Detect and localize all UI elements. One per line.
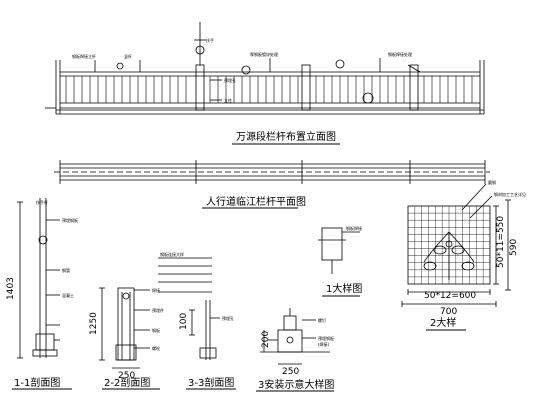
dim-1403: 1403	[6, 277, 16, 300]
note-inst-1: 螺钉	[318, 317, 326, 323]
annotation-block	[158, 257, 212, 293]
note-top-5: 预埋孔	[224, 77, 236, 83]
note-s33-a: 预埋孔	[222, 315, 234, 321]
title-sec11: 1-1剖面图	[14, 376, 60, 389]
title-sec22: 2-2剖面图	[104, 376, 150, 389]
detail-1	[318, 227, 360, 274]
note-s11-d: 混凝土	[62, 292, 74, 298]
dim-50x12: 50*12=600	[424, 291, 476, 301]
note-top-1: 钢板焊接立杆	[72, 53, 96, 59]
note-top-2: 竖杆	[124, 53, 132, 59]
dim-100: 100	[179, 313, 189, 330]
dim-1250-a: 1250	[89, 312, 99, 335]
section-3-3	[189, 300, 220, 360]
elevation-view	[45, 22, 485, 115]
install-detail	[260, 308, 330, 365]
note-d2-b: 钢材加工工艺详见	[494, 191, 526, 197]
section-2-2	[99, 287, 150, 369]
note-top-7: 扶手	[206, 37, 214, 43]
note-inst-3: (焊接)	[318, 341, 330, 347]
title-sec33: 3-3剖面图	[188, 376, 234, 389]
title-elevation: 万源段栏杆布置立面图	[236, 130, 336, 143]
note-s22-c: 钢板	[152, 327, 160, 333]
dim-50x11: 50*11=550	[496, 216, 506, 268]
note-s11-a: 扶手杆	[36, 199, 48, 205]
title-detail1: 1大样图	[326, 282, 362, 295]
note-s22-e: 钢板连接大样	[160, 251, 184, 257]
dim-700: 700	[440, 307, 457, 317]
plan-view	[54, 160, 490, 184]
note-s22-d: 螺栓	[152, 345, 160, 351]
note-s22-a: 焊接	[152, 287, 160, 293]
dim-200-a: 200	[261, 331, 271, 348]
title-detail2: 2大样	[430, 316, 456, 329]
note-top-3: 厚钢板镀锌处理	[250, 51, 278, 57]
dim-250-a: 250	[118, 371, 135, 381]
dim-590: 590	[509, 239, 519, 256]
note-top-4: 钢板焊接处理	[388, 51, 412, 57]
note-inst-2: 预埋钢板	[318, 335, 334, 341]
note-s11-c: 钢管	[62, 267, 70, 273]
section-1-1	[17, 198, 60, 359]
note-s22-b: 预埋件	[152, 307, 164, 313]
note-top-6: 立柱	[224, 97, 232, 103]
title-install: 3安装示意大样图	[258, 378, 334, 391]
detail-2-panel	[401, 183, 511, 307]
note-d1: 钢板焊接	[346, 225, 362, 231]
title-plan: 人行道临江栏杆平面图	[206, 195, 306, 208]
note-d2-a: 圆钢	[488, 179, 496, 185]
note-s11-b: 预埋钢板	[62, 217, 78, 223]
dim-250-b: 250	[282, 367, 299, 377]
